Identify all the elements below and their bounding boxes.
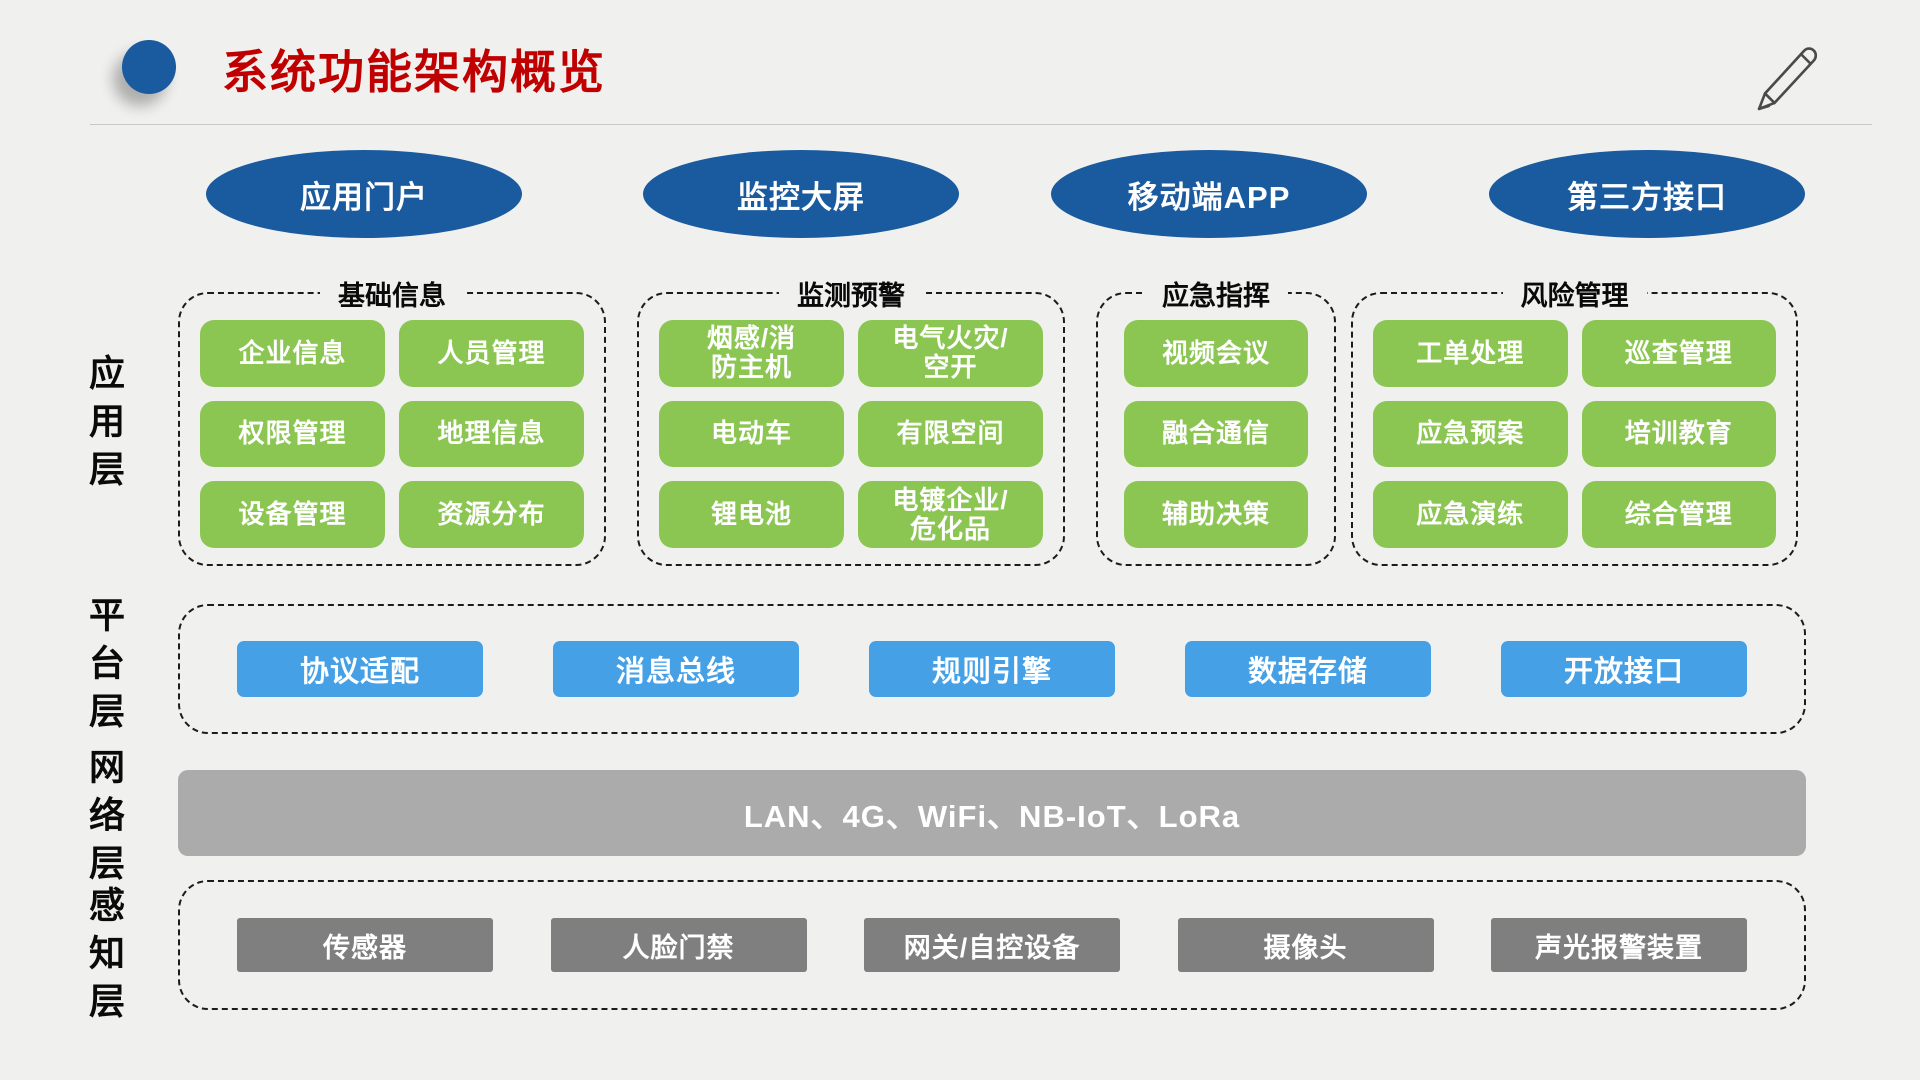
platform-chip: 协议适配 [237,641,483,697]
platform-chip: 开放接口 [1501,641,1747,697]
blue-dot-icon [122,40,176,94]
module-chip: 综合管理 [1581,481,1776,548]
perception-layer-box: 传感器 人脸门禁 网关/自控设备 摄像头 声光报警装置 [178,880,1806,1010]
platform-chip: 数据存储 [1185,641,1431,697]
platform-chip: 规则引擎 [869,641,1115,697]
layer-label-perception: 感知层 [84,886,125,1030]
module-chip: 巡查管理 [1581,320,1776,387]
device-chip: 传感器 [237,918,493,972]
module-chip: 地理信息 [399,400,584,468]
platform-layer-box: 协议适配 消息总线 规则引擎 数据存储 开放接口 [178,604,1806,734]
module-group-4: 风险管理工单处理巡查管理应急预案培训教育应急演练综合管理 [1351,274,1798,566]
device-chip: 摄像头 [1177,918,1434,972]
pen-icon [1757,47,1818,111]
group-grid: 企业信息人员管理权限管理地理信息设备管理资源分布 [180,294,604,564]
module-chip: 设备管理 [200,481,385,548]
module-group-1: 基础信息企业信息人员管理权限管理地理信息设备管理资源分布 [178,274,606,566]
platform-chip: 消息总线 [553,641,799,697]
module-chip: 电镀企业/ 危化品 [858,481,1043,548]
module-chip: 锂电池 [659,481,844,548]
header-divider [90,124,1872,125]
group-grid: 视频会议融合通信辅助决策 [1098,294,1334,564]
module-chip: 融合通信 [1124,400,1308,468]
device-chip: 声光报警装置 [1491,918,1747,972]
network-bar-label: LAN、4G、WiFi、NB-IoT、LoRa [743,798,1241,834]
module-chip: 权限管理 [200,400,385,468]
portal-ellipse-3: 移动端APP [1051,150,1367,238]
module-chip: 电气火灾/ 空开 [858,320,1043,387]
module-chip: 工单处理 [1373,320,1568,387]
portal-ellipse-2: 监控大屏 [643,150,959,238]
module-chip: 辅助决策 [1124,481,1308,548]
group-title: 风险管理 [1502,274,1647,313]
module-chip: 有限空间 [858,400,1043,468]
group-title: 应急指挥 [1144,274,1288,313]
group-grid: 烟感/消 防主机电气火灾/ 空开电动车有限空间锂电池电镀企业/ 危化品 [639,294,1063,564]
module-group-2: 监测预警烟感/消 防主机电气火灾/ 空开电动车有限空间锂电池电镀企业/ 危化品 [637,274,1065,566]
module-chip: 资源分布 [399,481,584,548]
group-title: 监测预警 [779,274,923,313]
module-chip: 培训教育 [1581,400,1776,468]
module-chip: 应急预案 [1373,400,1568,468]
portal-ellipse-4: 第三方接口 [1489,150,1805,238]
layer-label-network: 网络层 [84,748,125,892]
module-group-3: 应急指挥视频会议融合通信辅助决策 [1096,274,1336,566]
module-chip: 企业信息 [200,320,385,387]
module-chip: 人员管理 [399,320,584,387]
module-chip: 电动车 [659,400,844,468]
module-chip: 应急演练 [1373,481,1568,548]
layer-label-platform: 平台层 [84,596,125,740]
group-grid: 工单处理巡查管理应急预案培训教育应急演练综合管理 [1353,294,1796,564]
page-title: 系统功能架构概览 [222,46,606,98]
layer-label-application: 应用层 [84,354,125,498]
module-chip: 烟感/消 防主机 [659,320,844,387]
device-chip: 人脸门禁 [550,918,807,972]
portal-ellipse-1: 应用门户 [206,150,522,238]
group-title: 基础信息 [320,274,464,313]
device-chip: 网关/自控设备 [864,918,1120,972]
network-bar: LAN、4G、WiFi、NB-IoT、LoRa [178,770,1806,856]
module-chip: 视频会议 [1124,320,1308,387]
